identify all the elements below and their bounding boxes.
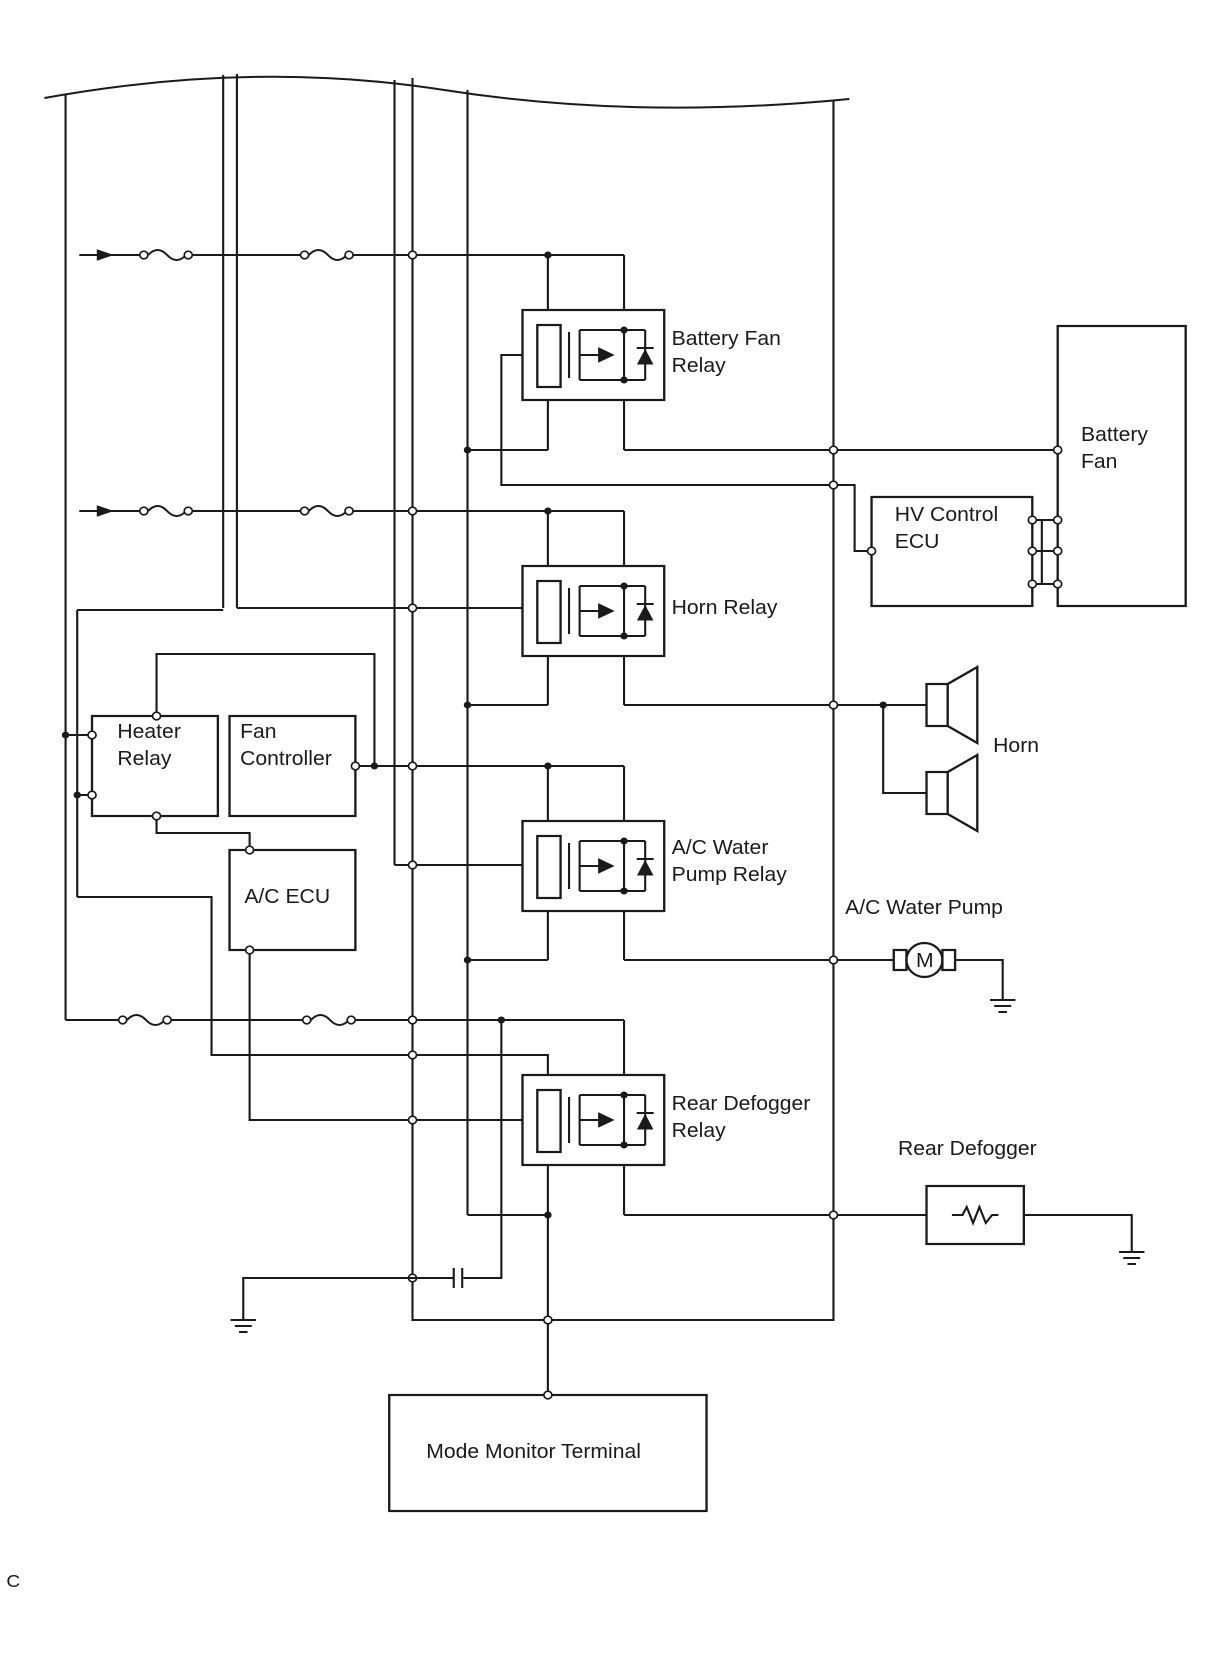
ac-water-pump-relay-label-1: A/C Water: [672, 837, 769, 859]
heater-relay-label-1: Heater: [117, 721, 181, 743]
battery-fan-label-2: Fan: [1081, 451, 1117, 473]
ac-water-pump-motor-symbol: M: [916, 950, 934, 972]
bottom-edge-terminal: [543, 1315, 553, 1325]
horn-relay-label: Horn Relay: [672, 597, 779, 619]
ac-water-pump-motor: [892, 941, 1016, 1013]
right-edge-terminals: [828, 445, 839, 1220]
fuse-row-3: [65, 1014, 625, 1026]
heater-relay: [61, 610, 376, 897]
ac-water-pump-label: A/C Water Pump: [845, 897, 1003, 919]
main-enclosure: [411, 78, 835, 1321]
ac-water-pump-relay: [394, 762, 894, 964]
horn-label: Horn: [993, 735, 1039, 757]
hv-control-ecu-label-2: ECU: [895, 531, 940, 553]
battery-fan-relay-label-1: Battery Fan: [672, 328, 781, 350]
heater-relay-label-2: Relay: [117, 748, 172, 770]
fan-controller-label-2: Controller: [240, 748, 332, 770]
fan-controller: [228, 714, 625, 818]
battery-fan-relay: [463, 251, 1058, 486]
battery-fan-label-1: Battery: [1081, 424, 1149, 446]
battery-fan-relay-label-2: Relay: [672, 355, 727, 377]
figure-code: C: [6, 1570, 20, 1590]
rear-defogger-relay-label-1: Rear Defogger: [672, 1093, 811, 1115]
mode-monitor-terminal-label: Mode Monitor Terminal: [426, 1441, 641, 1463]
fan-controller-label-1: Fan: [240, 721, 276, 743]
battery-fan: [1052, 324, 1187, 608]
ac-ecu: [228, 845, 523, 1121]
horn-relay: [236, 507, 884, 709]
hv-control-ecu-label-1: HV Control: [895, 504, 998, 526]
hv-control-ecu: [837, 484, 1063, 608]
fuse-row-1: [79, 249, 625, 261]
horn-speakers: [879, 665, 979, 833]
mode-monitor-terminal: [388, 1390, 708, 1513]
rear-defogger-relay-label-2: Relay: [672, 1120, 727, 1142]
fuse-row-2: [79, 505, 625, 517]
rear-defogger-relay: [77, 896, 927, 1395]
top-cut-line: [44, 75, 850, 109]
ac-ecu-label: A/C ECU: [244, 886, 330, 908]
rear-defogger: [925, 1184, 1145, 1265]
rear-defogger-label: Rear Defogger: [898, 1138, 1037, 1160]
capacitor-ground: [230, 1020, 503, 1333]
ac-water-pump-relay-label-2: Pump Relay: [672, 864, 788, 886]
